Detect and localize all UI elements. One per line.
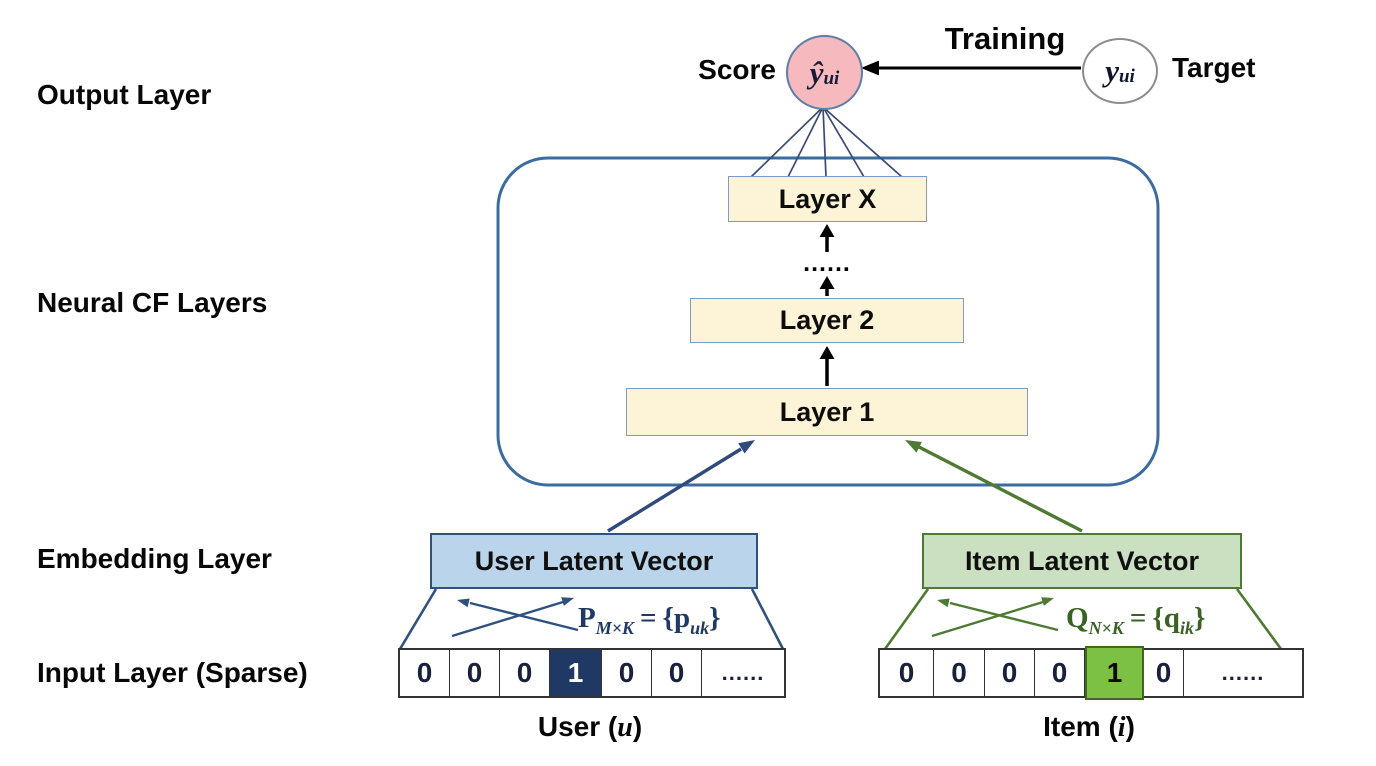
user-trapezoid-sides <box>398 588 785 650</box>
user-input-label: User (u) <box>537 711 643 743</box>
target-symbol: y <box>1105 53 1119 88</box>
layer2-up-arrow <box>819 346 835 386</box>
hidden-layers-ellipsis: ...... <box>803 249 851 277</box>
score-symbol: ŷ <box>809 54 824 90</box>
layer-2-box: Layer 2 <box>690 298 964 343</box>
user-cell-2: 0 <box>500 650 550 696</box>
item-variable: i <box>1117 712 1126 743</box>
training-arrow <box>861 60 1081 76</box>
output-fan-lines <box>750 106 903 178</box>
item-cell-1: 0 <box>934 650 985 696</box>
user-cell-ellipsis: ...... <box>721 660 765 685</box>
user-cell-3-hot: 1 <box>550 650 602 696</box>
user-cell-5: 0 <box>652 650 702 696</box>
user-cell-4: 0 <box>602 650 652 696</box>
user-latent-vector-box: User Latent Vector <box>430 533 758 589</box>
label-embedding-layer: Embedding Layer <box>37 543 272 574</box>
user-embedding-formula: PM×K={puk} <box>578 602 721 638</box>
item-latent-vector-box: Item Latent Vector <box>922 533 1242 589</box>
item-lookup-cross-arrows <box>931 597 1059 638</box>
item-cell-0: 0 <box>880 650 934 696</box>
user-input-vector: 0 0 0 1 0 0 ...... <box>398 648 786 698</box>
user-cell-1: 0 <box>450 650 500 696</box>
user-variable: u <box>617 712 633 743</box>
score-label: Score <box>698 54 776 85</box>
item-vector-symbol: q <box>1163 602 1180 634</box>
item-cell-4-hot: 1 <box>1085 645 1144 700</box>
user-vector-symbol: p <box>673 602 691 634</box>
user-lookup-cross-arrows <box>451 597 579 638</box>
user-cell-0: 0 <box>400 650 450 696</box>
user-embedding-arrow <box>607 440 755 533</box>
item-input-vector: 0 0 0 0 1 0 ...... <box>878 645 1304 700</box>
training-label: Training <box>944 21 1066 56</box>
item-embedding-arrow <box>905 440 1083 533</box>
item-matrix-symbol: Q <box>1066 602 1089 634</box>
ncf-container-border <box>496 156 1160 487</box>
item-embedding-formula: QN×K={qik} <box>1066 602 1206 638</box>
label-input-layer: Input Layer (Sparse) <box>37 657 308 688</box>
item-trapezoid-sides <box>883 588 1283 650</box>
item-cell-ellipsis: ...... <box>1221 660 1265 685</box>
layer-x-up-arrow <box>819 224 835 252</box>
item-input-label: Item (i) <box>1043 711 1135 743</box>
target-label: Target <box>1172 52 1256 83</box>
label-neural-cf-layers: Neural CF Layers <box>37 287 268 318</box>
layer-1-box: Layer 1 <box>626 388 1028 436</box>
user-matrix-symbol: P <box>578 602 596 634</box>
item-cell-2: 0 <box>985 650 1035 696</box>
layer-x-box: Layer X <box>728 176 927 222</box>
dots-up-arrow <box>819 276 835 296</box>
item-cell-3: 0 <box>1035 650 1085 696</box>
label-output-layer: Output Layer <box>37 79 212 110</box>
item-cell-5: 0 <box>1144 650 1184 696</box>
